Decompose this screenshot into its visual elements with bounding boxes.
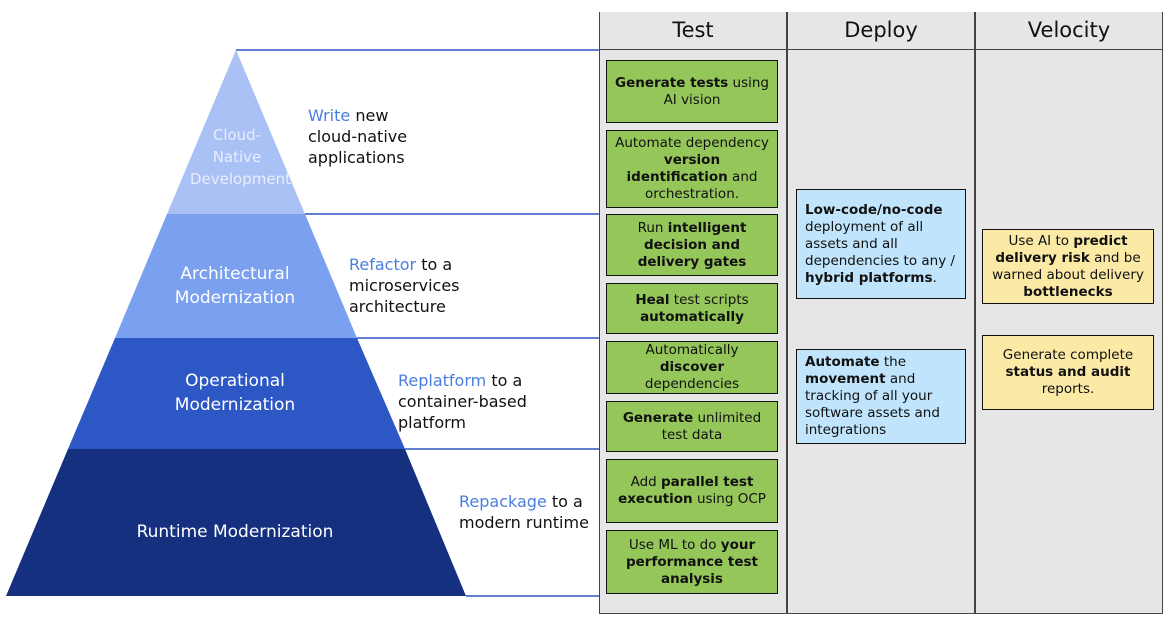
- box-text: Heal test scripts automatically: [635, 291, 749, 325]
- description-text: microservices: [349, 276, 460, 295]
- tier-label-line: Architectural: [180, 264, 290, 284]
- description-text: architecture: [349, 297, 446, 316]
- pyramid-tier-runtime: [6, 449, 466, 596]
- box-text: Run intelligent decision and delivery ga…: [637, 219, 747, 270]
- deploy-item: Automate the movement and tracking of al…: [796, 349, 966, 444]
- description-repackage: Repackage to a modern runtime: [459, 491, 599, 533]
- box-text: Automate dependency version identificati…: [615, 135, 769, 202]
- tier-label-line: Operational: [185, 371, 285, 391]
- description-text: modern runtime: [459, 513, 589, 532]
- tier-label-line: Development: [190, 170, 291, 188]
- tier-label-line: Modernization: [174, 395, 296, 415]
- test-item: Heal test scripts automatically: [606, 283, 778, 334]
- description-text: new: [350, 106, 389, 125]
- pyramid-tier-cloud-native: [167, 50, 305, 214]
- pyramid-tier-architectural: [115, 214, 357, 338]
- pyramid-tier-operational: [68, 338, 405, 449]
- tier-label-operational: Operational Modernization: [150, 369, 320, 417]
- test-item: Use ML to do your performance test analy…: [606, 530, 778, 594]
- description-keyword: Repackage: [459, 492, 547, 511]
- description-text: container-based: [398, 392, 527, 411]
- pyramid: [6, 49, 600, 597]
- box-text: Low-code/no-code deployment of all asset…: [805, 201, 956, 286]
- test-item: Generate unlimited test data: [606, 401, 778, 452]
- velocity-item: Generate complete status and audit repor…: [982, 335, 1154, 410]
- description-write: Write new cloud-native applications: [308, 105, 448, 168]
- description-text: to a: [416, 255, 453, 274]
- column-divider: [974, 12, 976, 614]
- description-replatform: Replatform to a container-based platform: [398, 370, 558, 433]
- description-keyword: Replatform: [398, 371, 487, 390]
- tier-label-line: Native: [212, 148, 262, 166]
- tier-label-line: Cloud-: [212, 126, 262, 144]
- test-item: Run intelligent decision and delivery ga…: [606, 214, 778, 276]
- description-text: platform: [398, 413, 466, 432]
- box-text: Use AI to predict delivery risk and be w…: [992, 232, 1144, 300]
- tier-label-line: Modernization: [174, 288, 296, 308]
- tier-label-runtime: Runtime Modernization: [110, 520, 360, 544]
- box-text: Add parallel test execution using OCP: [618, 474, 766, 507]
- box-text: Automatically discover dependencies: [644, 342, 740, 392]
- box-text: Generate unlimited test data: [622, 409, 762, 443]
- column-divider: [786, 12, 788, 49]
- description-refactor: Refactor to a microservices architecture: [349, 254, 489, 317]
- column-header-test: Test: [600, 12, 786, 49]
- column-header-velocity: Velocity: [976, 12, 1162, 49]
- description-text: cloud-native: [308, 127, 408, 146]
- description-text: to a: [546, 492, 583, 511]
- description-text: to a: [486, 371, 523, 390]
- test-item: Automatically discover dependencies: [606, 341, 778, 394]
- tier-label-cloud-native: Cloud- Native Development: [190, 124, 291, 190]
- box-text: Automate the movement and tracking of al…: [805, 354, 940, 438]
- column-header-deploy: Deploy: [788, 12, 974, 49]
- description-keyword: Write: [308, 106, 351, 125]
- box-text: Generate tests using AI vision: [615, 74, 769, 108]
- tier-label-line: Runtime Modernization: [136, 522, 334, 542]
- description-keyword: Refactor: [349, 255, 417, 274]
- column-divider: [974, 12, 976, 49]
- test-item: Generate tests using AI vision: [606, 60, 778, 123]
- tier-label-architectural: Architectural Modernization: [150, 262, 320, 310]
- box-text: Use ML to do your performance test analy…: [625, 536, 759, 587]
- column-divider: [786, 12, 788, 614]
- box-text: Generate complete status and audit repor…: [1002, 347, 1134, 397]
- test-item: Automate dependency version identificati…: [606, 130, 778, 208]
- velocity-item: Use AI to predict delivery risk and be w…: [982, 229, 1154, 304]
- deploy-item: Low-code/no-code deployment of all asset…: [796, 189, 966, 299]
- description-text: applications: [308, 148, 405, 167]
- test-item: Add parallel test execution using OCP: [606, 459, 778, 523]
